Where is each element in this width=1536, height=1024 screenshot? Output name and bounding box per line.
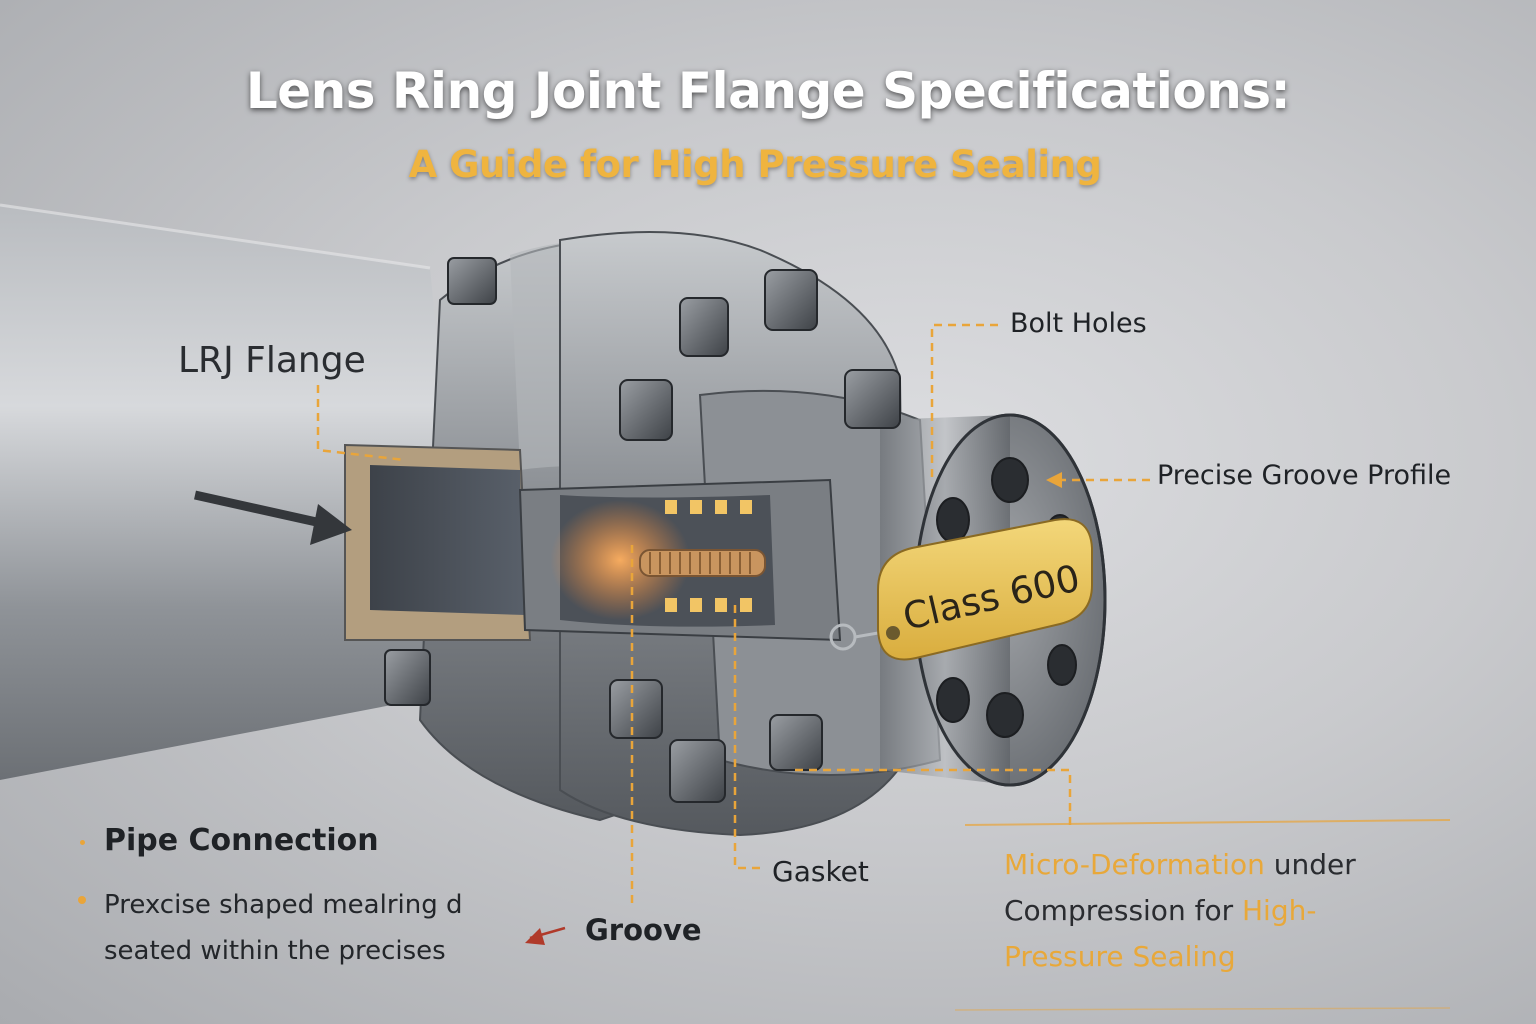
leader-lrj-flange (316, 385, 406, 462)
leader-bolt-holes (930, 323, 998, 480)
page-title: Lens Ring Joint Flange Specifications: (245, 62, 1291, 120)
note-description-line2: seated within the precises (104, 936, 446, 966)
micro-divider (964, 819, 1451, 826)
note-description-line1: Prexcise shaped mealring d (104, 890, 463, 920)
label-groove-profile: Precise Groove Profile (1157, 460, 1452, 491)
leader-micro (795, 768, 1072, 828)
label-groove: Groove (585, 913, 702, 947)
leader-gasket (733, 605, 765, 870)
micro-text-1: under (1264, 848, 1356, 881)
micro-highlight-2: High- (1242, 894, 1317, 927)
page-subtitle: A Guide for High Pressure Sealing (408, 143, 1102, 186)
label-bolt-holes: Bolt Holes (1010, 308, 1147, 339)
badge-tag-icon: Class 600 (829, 518, 1093, 661)
label-lrj-flange: LRJ Flange (178, 340, 366, 381)
bullet-dot (80, 840, 85, 845)
bolt-icon (384, 257, 901, 803)
micro-text-2: Compression for (1004, 894, 1242, 927)
micro-highlight-3: Pressure Sealing (1004, 940, 1236, 973)
arrow-icon (194, 490, 352, 545)
note-pipe-connection: Pipe Connection (104, 823, 379, 858)
note-description: Prexcise shaped mealring d seated within… (104, 882, 463, 974)
micro-highlight-1: Micro-Deformation (1004, 848, 1265, 881)
note-micro-deformation: Micro-Deformation under Compression for … (1004, 842, 1424, 980)
bullet-dot (78, 896, 86, 904)
label-gasket: Gasket (772, 855, 869, 888)
gasket-icon (550, 500, 766, 620)
